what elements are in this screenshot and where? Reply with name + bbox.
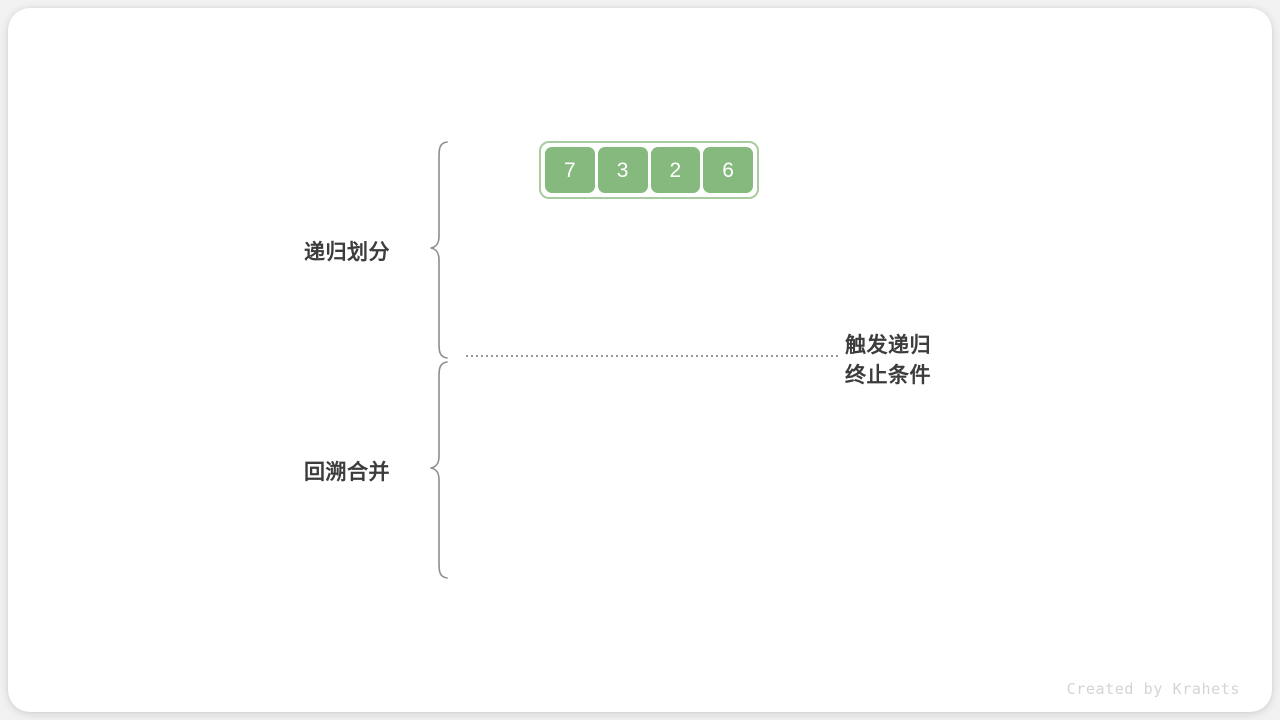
label-backtrack-merge: 回溯合并 [304, 461, 390, 484]
array-cell: 6 [703, 147, 753, 193]
label-termination-line-1: 触发递归 [845, 334, 931, 357]
watermark-credit: Created by Krahets [1066, 680, 1240, 698]
label-recursive-divide: 递归划分 [304, 241, 390, 264]
recursion-termination-divider [466, 355, 838, 357]
lower-brace-icon [430, 361, 448, 579]
label-termination-condition: 触发递归 终止条件 [845, 331, 931, 391]
figure-card [8, 8, 1272, 712]
array-cell: 7 [545, 147, 595, 193]
array-container: 7 3 2 6 [539, 141, 759, 199]
upper-brace-icon [430, 141, 448, 359]
array-cell: 2 [650, 147, 701, 193]
array-cell: 3 [597, 147, 648, 193]
label-termination-line-2: 终止条件 [845, 364, 931, 387]
